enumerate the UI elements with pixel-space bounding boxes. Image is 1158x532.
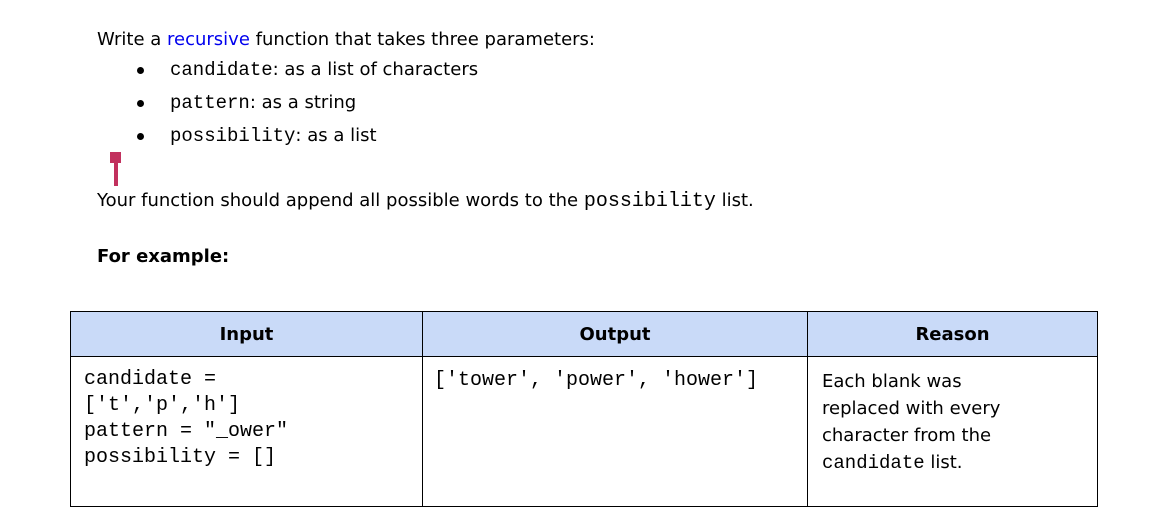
reason-line: Each blank was [822,371,962,392]
header-output: Output [422,311,808,357]
param-description: : as a list [295,125,377,146]
recursive-link[interactable]: recursive [167,29,250,50]
header-input: Input [70,311,423,357]
bullet-dot-icon [137,133,144,140]
intro-sentence: Write a recursive function that takes th… [97,28,595,52]
possibility-code: possibility [583,190,716,213]
input-cell: candidate = ['t','p','h'] pattern = "_ow… [70,356,423,507]
bullet-dot-icon [137,100,144,107]
cursor-flag [110,152,121,163]
param-name-code: pattern [170,92,250,114]
param-name-code: possibility [170,125,296,147]
header-reason: Reason [807,311,1098,357]
input-line: pattern = "_ower" [84,420,289,443]
table-row: candidate = ['t','p','h'] pattern = "_ow… [70,356,1098,507]
collaborator-cursor-icon [110,152,122,186]
function-description: Your function should append all possible… [97,188,754,215]
cursor-stem [114,163,118,186]
bullet-possibility: possibility: as a list [137,124,478,148]
input-line: candidate = [84,368,217,391]
bullet-text: possibility: as a list [170,124,377,148]
reason-line: replaced with every [822,398,1001,419]
input-line: possibility = [] [84,446,277,469]
table-header-row: Input Output Reason [70,311,1098,357]
intro-suffix: function that takes three parameters: [249,29,595,50]
intro-prefix: Write a [97,29,167,50]
bullet-candidate: candidate: as a list of characters [137,58,478,82]
paragraph-suffix: list. [715,190,754,211]
input-line: ['t','p','h'] [84,394,241,417]
candidate-code: candidate [822,452,925,474]
reason-line-last: candidate list. [822,449,1087,477]
reason-cell: Each blank was replaced with every chara… [807,356,1098,507]
for-example-label: For example: [97,246,230,267]
example-table: Input Output Reason candidate = ['t','p'… [70,311,1098,507]
bullet-dot-icon [137,67,144,74]
reason-suffix: list. [924,452,963,473]
bullet-text: candidate: as a list of characters [170,58,478,82]
paragraph-prefix: Your function should append all possible… [97,190,584,211]
output-value: ['tower', 'power', 'hower'] [434,369,759,392]
output-cell: ['tower', 'power', 'hower'] [422,356,808,507]
param-description: : as a list of characters [272,59,479,80]
parameter-bullet-list: candidate: as a list of characters patte… [137,58,478,157]
bullet-pattern: pattern: as a string [137,91,478,115]
reason-line: character from the [822,425,992,446]
param-name-code: candidate [170,59,273,81]
bullet-text: pattern: as a string [170,91,356,115]
param-description: : as a string [249,92,357,113]
